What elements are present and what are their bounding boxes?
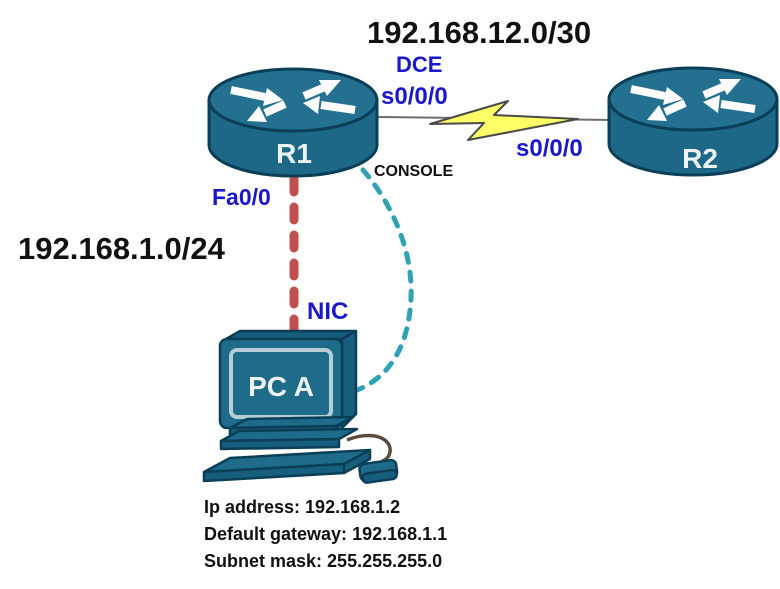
router-r1-name: R1	[276, 138, 312, 169]
r1-serial-interface-label: s0/0/0	[381, 83, 448, 110]
pc-ip-line: Ip address: 192.168.1.2	[204, 494, 447, 521]
r1-fastethernet-interface-label: Fa0/0	[212, 184, 271, 210]
console-cable	[346, 167, 414, 396]
pc-mask-label: Subnet mask:	[204, 551, 323, 571]
mouse-icon	[358, 458, 399, 484]
pc-gateway-label: Default gateway:	[204, 524, 348, 544]
pc-ip-value: 192.168.1.2	[305, 497, 401, 517]
lan-network-label: 192.168.1.0/24	[18, 231, 225, 266]
nic-label: NIC	[307, 298, 349, 325]
pc-name: PC A	[248, 371, 314, 402]
dce-label: DCE	[396, 52, 443, 77]
r2-serial-interface-label: s0/0/0	[516, 135, 583, 162]
pc-gateway-value: 192.168.1.1	[352, 524, 448, 544]
pc-mask-line: Subnet mask: 255.255.255.0	[204, 548, 447, 575]
pc-mask-value: 255.255.255.0	[327, 551, 443, 571]
pc-icon	[202, 329, 399, 484]
serial-bolt-icon	[429, 100, 579, 141]
console-label: CONSOLE	[374, 163, 454, 180]
pc-ip-label: Ip address:	[204, 497, 301, 517]
pc-gateway-line: Default gateway: 192.168.1.1	[204, 521, 447, 548]
router-r2-name: R2	[682, 143, 718, 174]
pc-config-block: Ip address: 192.168.1.2 Default gateway:…	[204, 494, 447, 575]
wan-network-label: 192.168.12.0/30	[367, 15, 592, 50]
